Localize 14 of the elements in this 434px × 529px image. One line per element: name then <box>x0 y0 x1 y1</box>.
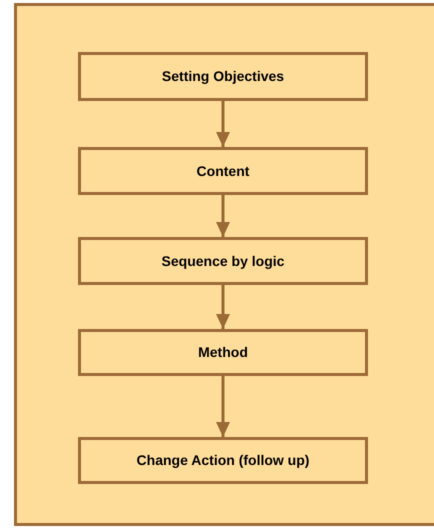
arrow <box>216 101 230 147</box>
arrow <box>216 376 230 437</box>
arrow <box>216 285 230 329</box>
box-label: Content <box>196 162 250 180</box>
box-label: Change Action (follow up) <box>136 451 310 470</box>
process-box <box>78 237 368 285</box>
box-label: Setting Objectives <box>162 67 284 86</box>
process-box <box>78 437 368 484</box>
process-box <box>78 329 368 376</box>
arrow <box>216 195 230 237</box>
box-label: Sequence by logic <box>162 252 284 271</box>
process-box <box>78 52 368 101</box>
process-box <box>78 147 368 195</box>
box-label: Method <box>198 343 248 362</box>
